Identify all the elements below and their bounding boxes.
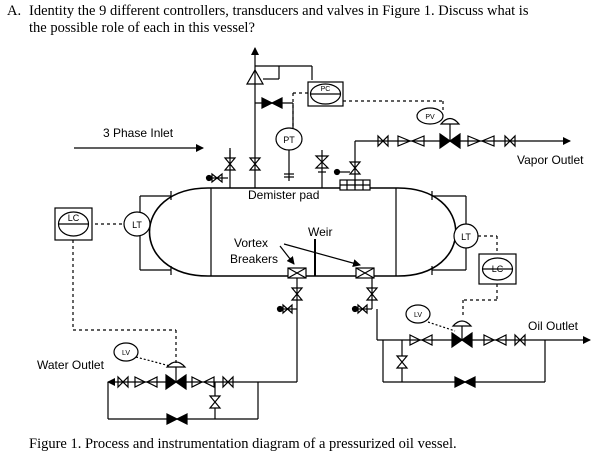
tag-lc-left: LC: [68, 213, 80, 223]
label-vortex: Vortex: [234, 236, 268, 250]
oil-lv-control-valve: [427, 320, 473, 349]
vortex-arrow-1: [279, 245, 295, 265]
label-oil-outlet: Oil Outlet: [528, 319, 579, 333]
label-demister-pad: Demister pad: [248, 188, 319, 202]
tag-pc: PC: [321, 86, 331, 93]
label-water-outlet: Water Outlet: [37, 358, 105, 372]
relief-line: [245, 47, 313, 188]
vortex-arrow-2: [283, 243, 361, 267]
pc-signal: [292, 92, 444, 128]
right-lc-signal: [462, 235, 498, 318]
vortex-breaker-oil: [355, 267, 375, 279]
question-text: A.Identity the 9 different controllers, …: [7, 3, 603, 37]
tag-lt-right: LT: [461, 232, 471, 242]
inlet-valve: [223, 148, 237, 188]
label-vapor-outlet: Vapor Outlet: [517, 153, 584, 167]
pv-control-valve: [439, 117, 461, 150]
question-line-1: A.Identity the 9 different controllers, …: [7, 3, 529, 19]
relief-bypass-valve: [255, 97, 294, 128]
figure-caption: Figure 1. Process and instrumentation di…: [29, 436, 457, 452]
water-lv-control-valve: [135, 356, 187, 391]
tag-pt: PT: [283, 135, 295, 145]
label-three-phase-inlet: 3 Phase Inlet: [103, 126, 174, 140]
label-weir: Weir: [308, 225, 332, 239]
tag-lv-water: LV: [122, 350, 130, 357]
vessel: [148, 187, 457, 277]
tag-lt-left: LT: [132, 220, 142, 230]
oil-outlet-line: [377, 333, 591, 388]
oil-lv-bubble: [405, 304, 431, 324]
pt-connection: [284, 150, 294, 181]
right-lt-bubble: [453, 223, 479, 249]
pv-bubble: [416, 107, 444, 125]
water-nozzle: [276, 278, 304, 382]
oil-nozzle: [351, 278, 379, 340]
inlet-drain-valve: [205, 172, 228, 184]
question-letter: A.: [7, 3, 22, 19]
left-lt-bubble: [123, 211, 151, 237]
vapor-line: [333, 134, 571, 188]
tag-pv: PV: [425, 114, 435, 121]
left-lc-signal: [72, 223, 177, 364]
question-line-2: the possible role of each in this vessel…: [29, 20, 255, 36]
vortex-breaker-water: [287, 267, 307, 279]
vent-valve: [314, 150, 330, 188]
pt-bubble: [275, 127, 303, 151]
water-lv-bubble: [113, 342, 139, 362]
tag-lc-right: LC: [492, 264, 504, 274]
tag-lv-oil: LV: [414, 312, 422, 319]
label-breakers: Breakers: [230, 252, 278, 266]
water-outlet-line: [107, 375, 297, 425]
